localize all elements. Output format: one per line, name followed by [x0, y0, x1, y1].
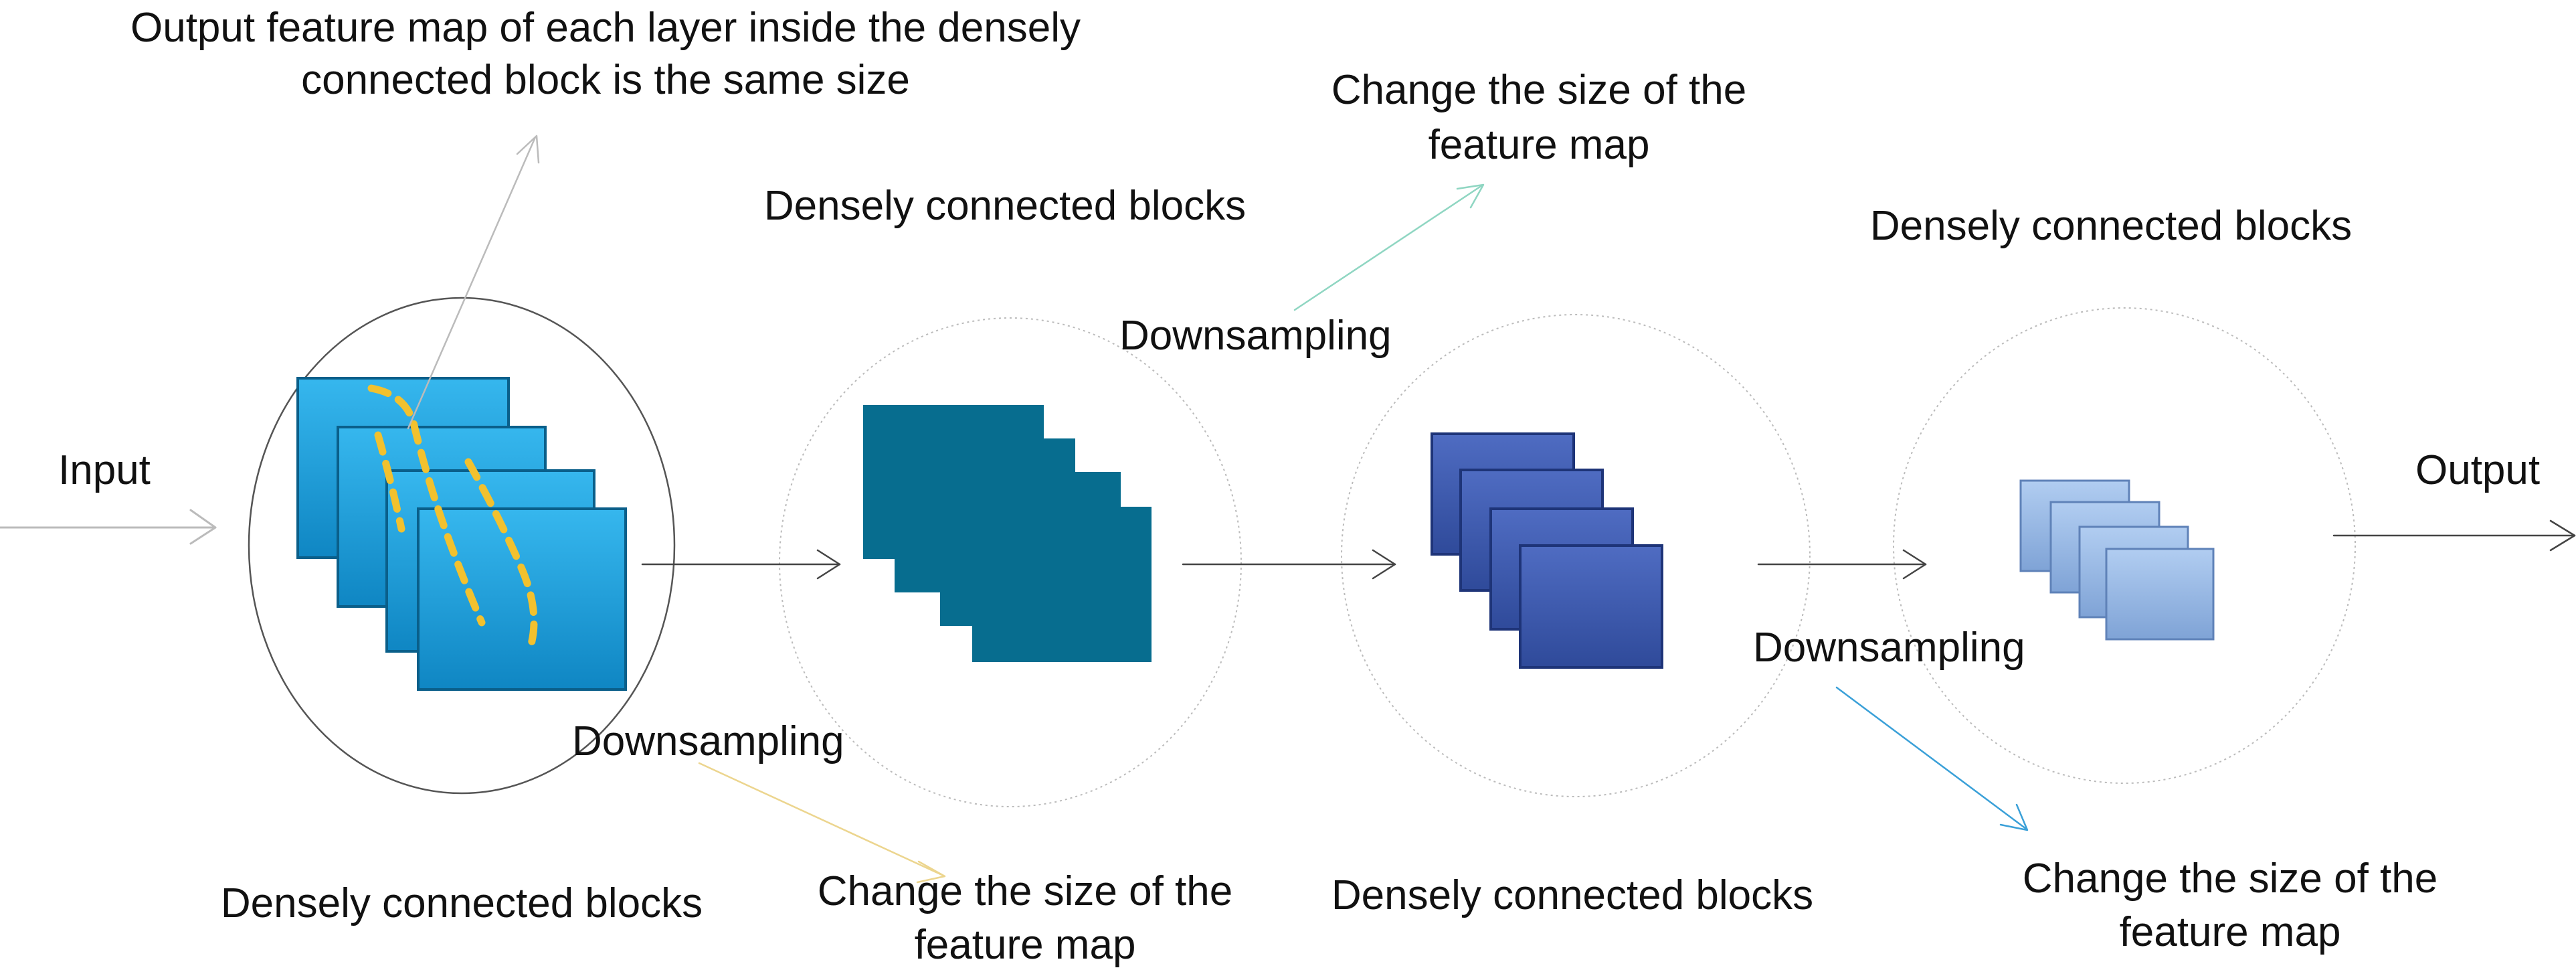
input-label: Input: [58, 447, 151, 493]
arrow-block1-to-block2: [641, 549, 841, 580]
block-4-outline: [1893, 307, 2356, 784]
block-2-title: Densely connected blocks: [764, 183, 1246, 229]
block-2-feature-maps: [863, 405, 1152, 662]
change-size-arrow-top: [1293, 183, 1485, 311]
top-note-line-1: Output feature map of each layer inside …: [130, 5, 1081, 51]
downsampling-label-1: Downsampling: [572, 718, 844, 764]
arrow-block2-to-block3: [1182, 549, 1396, 580]
feature-map: [1519, 544, 1663, 669]
change-size-top-line-1: Change the size of the: [1331, 67, 1746, 113]
feature-map: [972, 507, 1152, 662]
block-4-title: Densely connected blocks: [1870, 203, 2352, 249]
scribble-marks: [367, 384, 538, 657]
block-2-outline: [779, 317, 1242, 807]
change-size-arrow-bottom-left: [698, 762, 946, 884]
change-size-bottom-left-line-1: Change the size of the: [818, 868, 1232, 914]
change-size-bottom-right-line-1: Change the size of the: [2023, 856, 2437, 902]
downsampling-label-2: Downsampling: [1119, 313, 1392, 359]
change-size-bottom-left-line-2: feature map: [915, 922, 1136, 968]
note-arrow: [407, 135, 540, 430]
block-3-feature-maps: [1431, 432, 1663, 669]
labels: Output feature map of each layer inside …: [58, 5, 2540, 968]
change-size-arrow-bottom-right: [1835, 686, 2029, 831]
block-4-feature-maps: [2019, 479, 2215, 641]
downsampling-label-3: Downsampling: [1753, 625, 2025, 671]
output-arrow: [2332, 519, 2576, 552]
block-3-title: Densely connected blocks: [1331, 872, 1813, 918]
block-1-title: Densely connected blocks: [221, 880, 703, 926]
block-1-feature-maps: [296, 377, 627, 691]
change-size-bottom-right-line-2: feature map: [2120, 909, 2341, 955]
block-3-outline: [1341, 314, 1811, 797]
output-label: Output: [2415, 447, 2540, 493]
feature-map: [2105, 548, 2215, 641]
top-note-line-2: connected block is the same size: [301, 57, 910, 103]
arrow-block3-to-block4: [1757, 549, 1927, 580]
change-size-top-line-2: feature map: [1429, 122, 1650, 168]
block-1-outline: [248, 297, 676, 795]
feature-map: [417, 507, 627, 691]
input-arrow: [0, 509, 217, 545]
